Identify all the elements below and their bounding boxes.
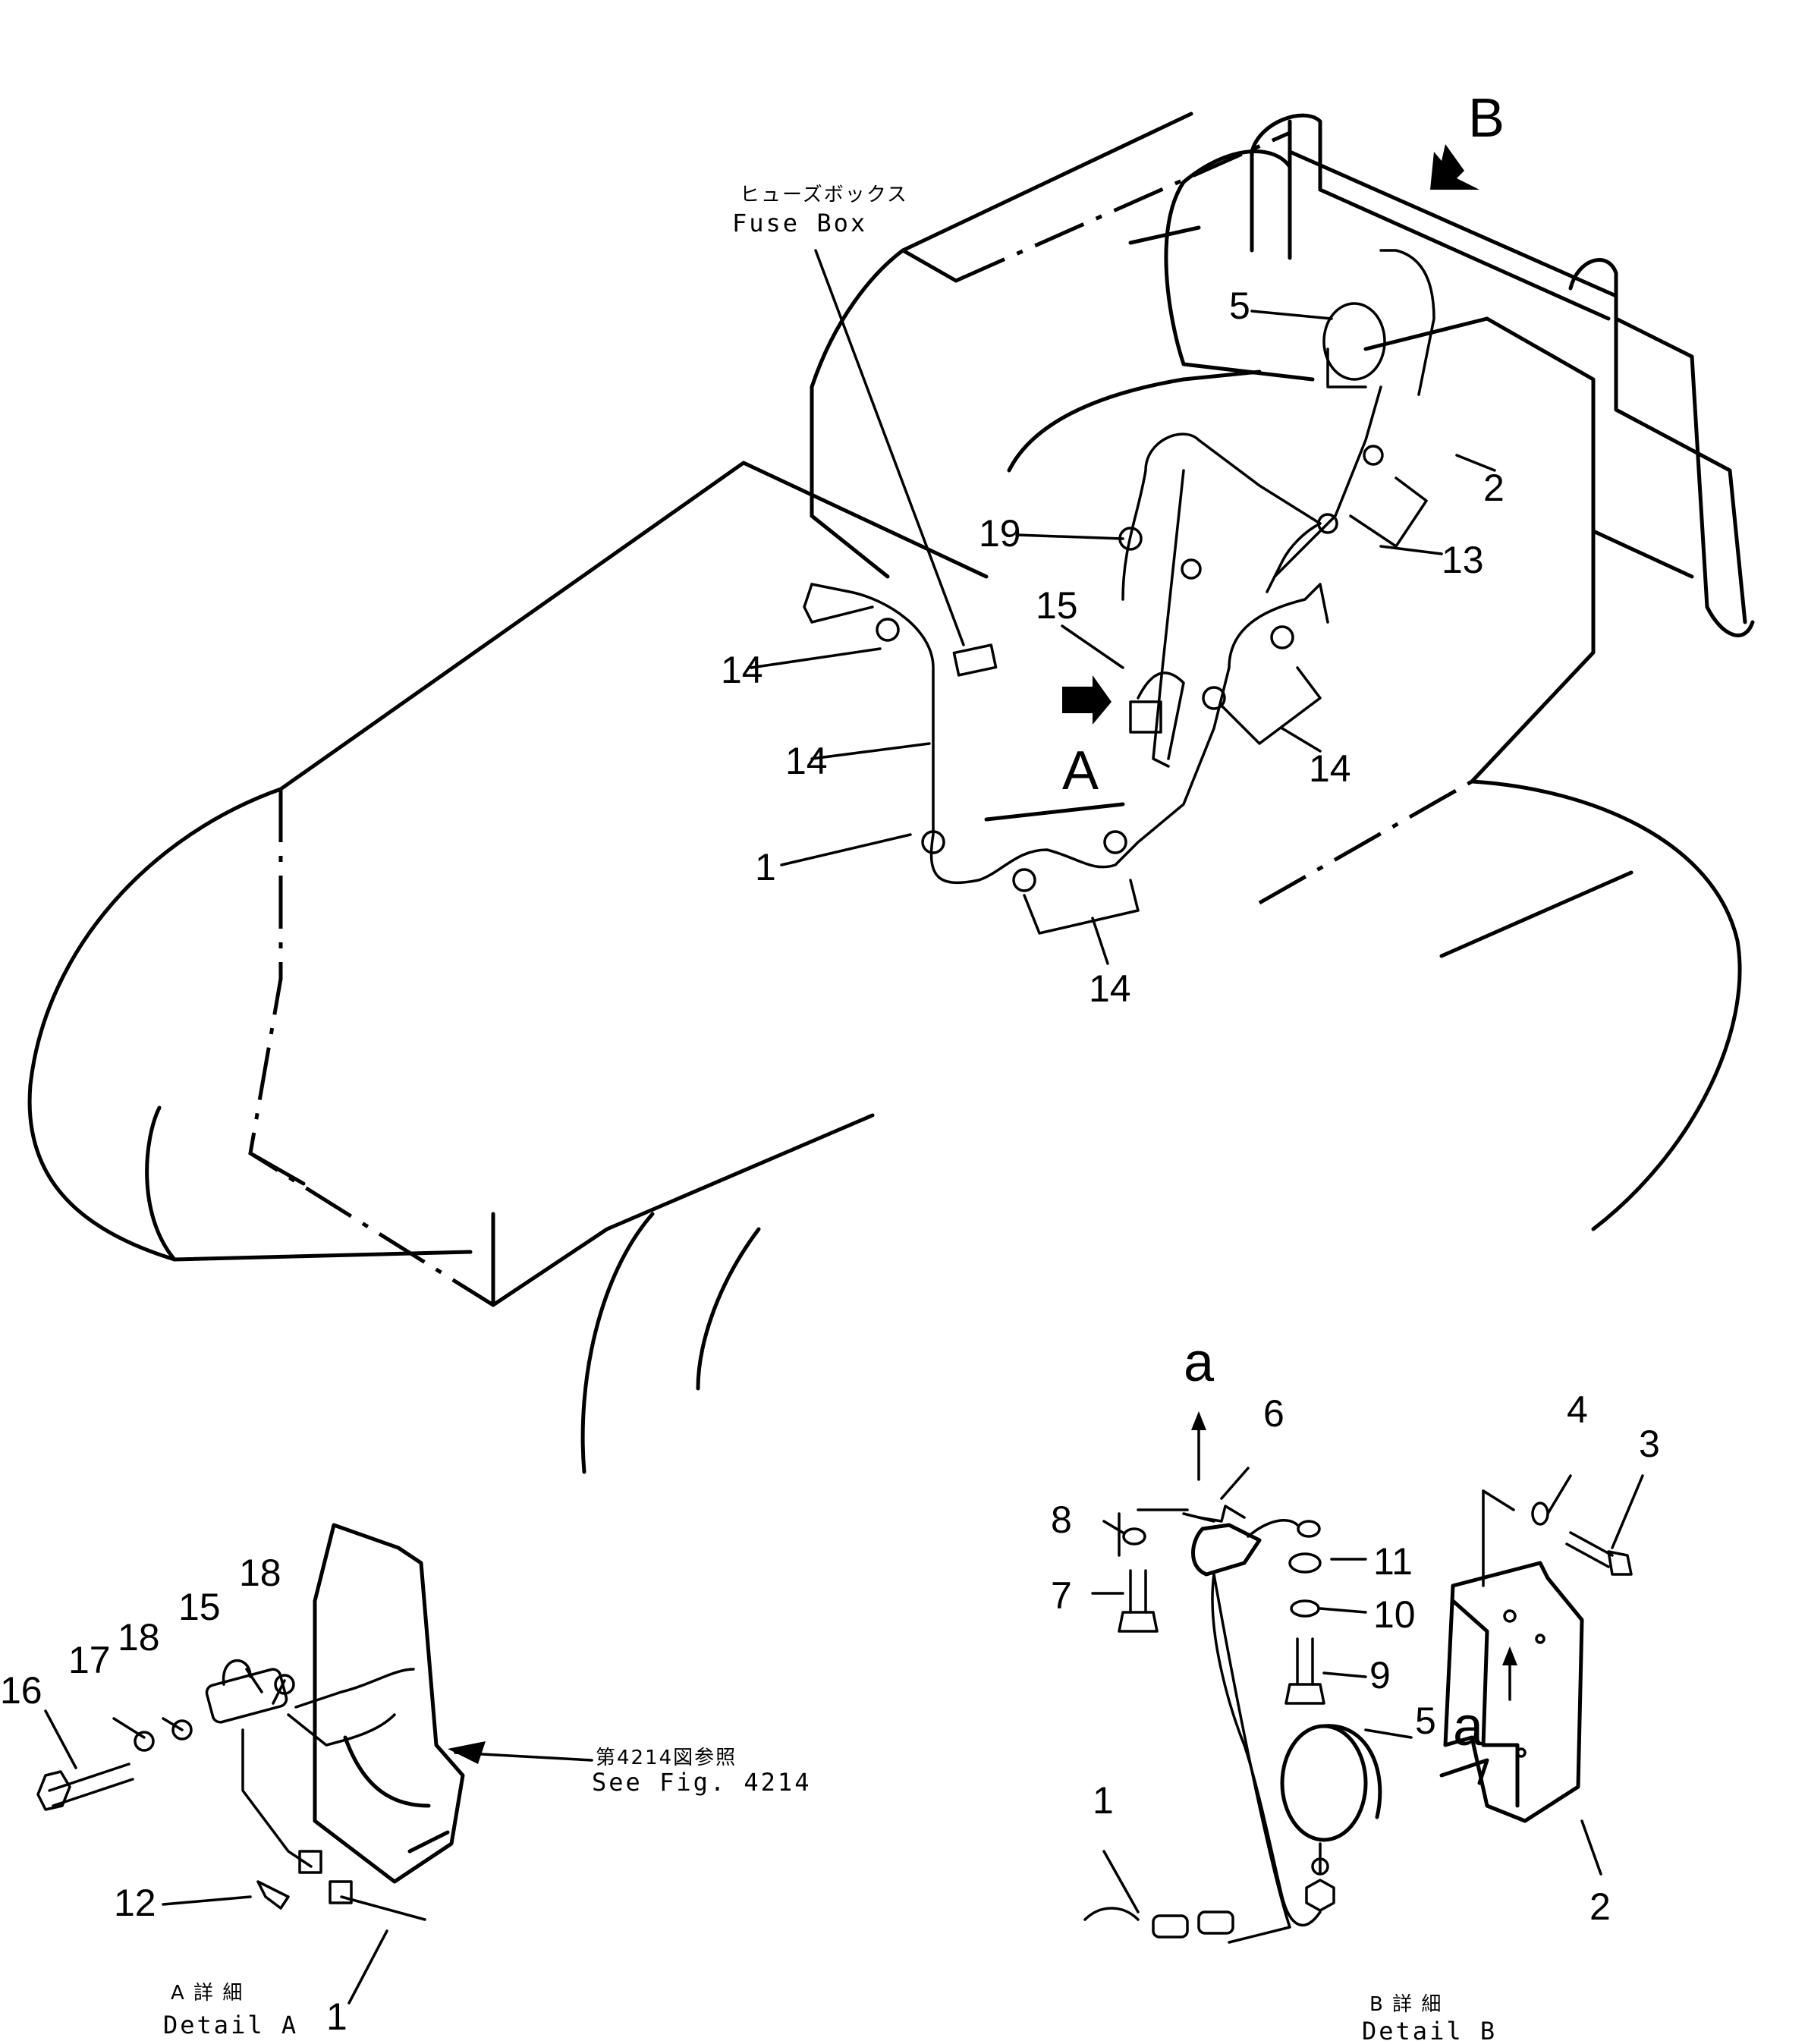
detail-b-drawing (1083, 1411, 1633, 1944)
detail-b-title-jp: B 詳 細 (1369, 1993, 1442, 2016)
part-number-label: 18 (118, 1616, 160, 1659)
part-number-label: 14 (721, 649, 763, 691)
view-a-label: A (1062, 741, 1099, 801)
part-number-label: 18 (239, 1552, 281, 1594)
detail-a-title-jp: A 詳 細 (171, 1982, 244, 2005)
part-number-label: 14 (1309, 747, 1351, 790)
part-number-label: 5 (1415, 1700, 1436, 1742)
wiring-harness (803, 249, 1435, 935)
part-number-label: 4 (1567, 1388, 1588, 1431)
view-a-arrow (1062, 675, 1112, 725)
see-fig-label-en: See Fig. 4214 (592, 1768, 811, 1797)
part-number-label: 2 (1483, 467, 1505, 509)
fuse-box-label-jp: ヒューズボックス (740, 184, 908, 206)
part-number-label: 19 (979, 512, 1021, 555)
leader-lines-main (750, 249, 1496, 965)
part-number-label: 1 (1093, 1779, 1114, 1822)
arrow-a-label: a (1453, 1697, 1484, 1757)
rops-frame (1250, 113, 1755, 637)
part-number-label: 9 (1369, 1654, 1391, 1697)
part-number-label: 14 (1089, 967, 1131, 1010)
part-number-label: 12 (114, 1882, 156, 1924)
part-number-label: 7 (1051, 1574, 1072, 1617)
part-number-label: 5 (1229, 285, 1250, 327)
see-fig-label-jp: 第4214図参照 (596, 1747, 737, 1769)
part-number-label: 15 (178, 1586, 221, 1628)
fuse-box-label-en: Fuse Box (732, 209, 867, 237)
part-number-label: 14 (785, 740, 828, 782)
view-b-label: B (1468, 88, 1505, 149)
leader-lines-detail-b (1091, 1467, 1644, 1913)
part-number-label: 10 (1373, 1593, 1416, 1636)
detail-a-title-en: Detail A (163, 2011, 298, 2039)
view-b-arrow (1430, 144, 1479, 190)
detail-b-title-en: Detail B (1362, 2017, 1497, 2044)
leader-lines-detail-a (44, 1668, 593, 2005)
part-number-label: 17 (68, 1639, 111, 1681)
part-number-label: 8 (1051, 1498, 1072, 1541)
part-number-label: 13 (1442, 539, 1484, 581)
arrow-a-label: a (1184, 1332, 1215, 1393)
part-number-label: 1 (326, 1995, 347, 2038)
part-number-label: 2 (1589, 1885, 1611, 1928)
part-number-label: 1 (755, 846, 776, 888)
part-number-label: 11 (1373, 1540, 1413, 1583)
part-number-label: 6 (1263, 1392, 1284, 1435)
part-number-label: 16 (0, 1669, 42, 1712)
part-number-label: 3 (1639, 1423, 1660, 1465)
part-number-label: 15 (1036, 584, 1078, 627)
machine-body-outline (27, 112, 1742, 1474)
